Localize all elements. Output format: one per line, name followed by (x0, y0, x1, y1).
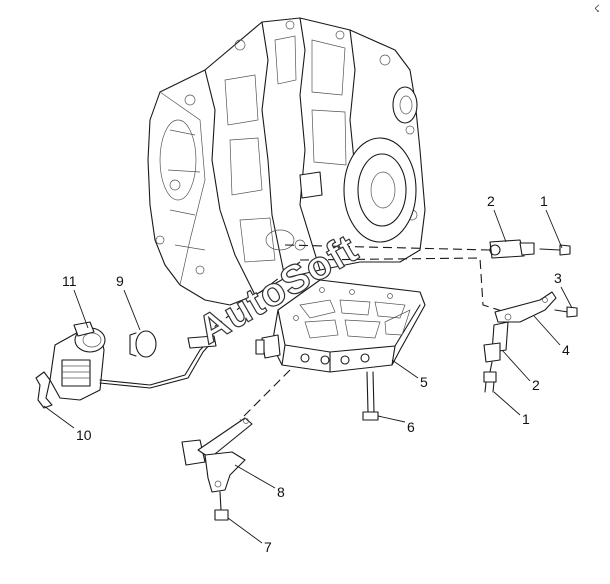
callout-1-upper: 1 (540, 193, 548, 209)
callout-2-lower: 2 (532, 377, 540, 393)
assembly-lines (209, 244, 506, 421)
corner-mark: ☇ (594, 4, 600, 15)
solenoid-cap (129, 330, 157, 358)
callout-labels: 1 2 3 4 2 1 5 6 8 7 11 9 10 (62, 193, 570, 555)
valve-body-bolt (362, 371, 379, 421)
bracket-bolt-lower (214, 491, 229, 521)
callout-9: 9 (116, 273, 124, 289)
sensor-bracket (494, 291, 557, 323)
callout-8: 8 (277, 484, 285, 500)
speed-sensor-upper (489, 239, 535, 259)
solenoid-harness (49, 321, 217, 401)
range-sensor-bracket (181, 417, 253, 493)
callout-6: 6 (407, 419, 415, 435)
callout-7: 7 (264, 539, 272, 555)
leader-lines (43, 209, 573, 544)
transmission-housing (147, 17, 426, 306)
callout-10: 10 (76, 427, 92, 443)
callout-4: 4 (562, 342, 570, 358)
callout-1-lower: 1 (522, 411, 530, 427)
callout-11: 11 (62, 273, 77, 289)
valve-body (255, 279, 426, 373)
sensor-bolt-upper (539, 244, 571, 256)
sensor-bolt-lower (483, 371, 497, 393)
callout-2-upper: 2 (487, 193, 495, 209)
callout-3: 3 (554, 270, 562, 286)
speed-sensor-lower (483, 321, 509, 373)
callout-5: 5 (420, 374, 428, 390)
retaining-clip (35, 371, 53, 409)
bracket-bolt (554, 306, 578, 318)
